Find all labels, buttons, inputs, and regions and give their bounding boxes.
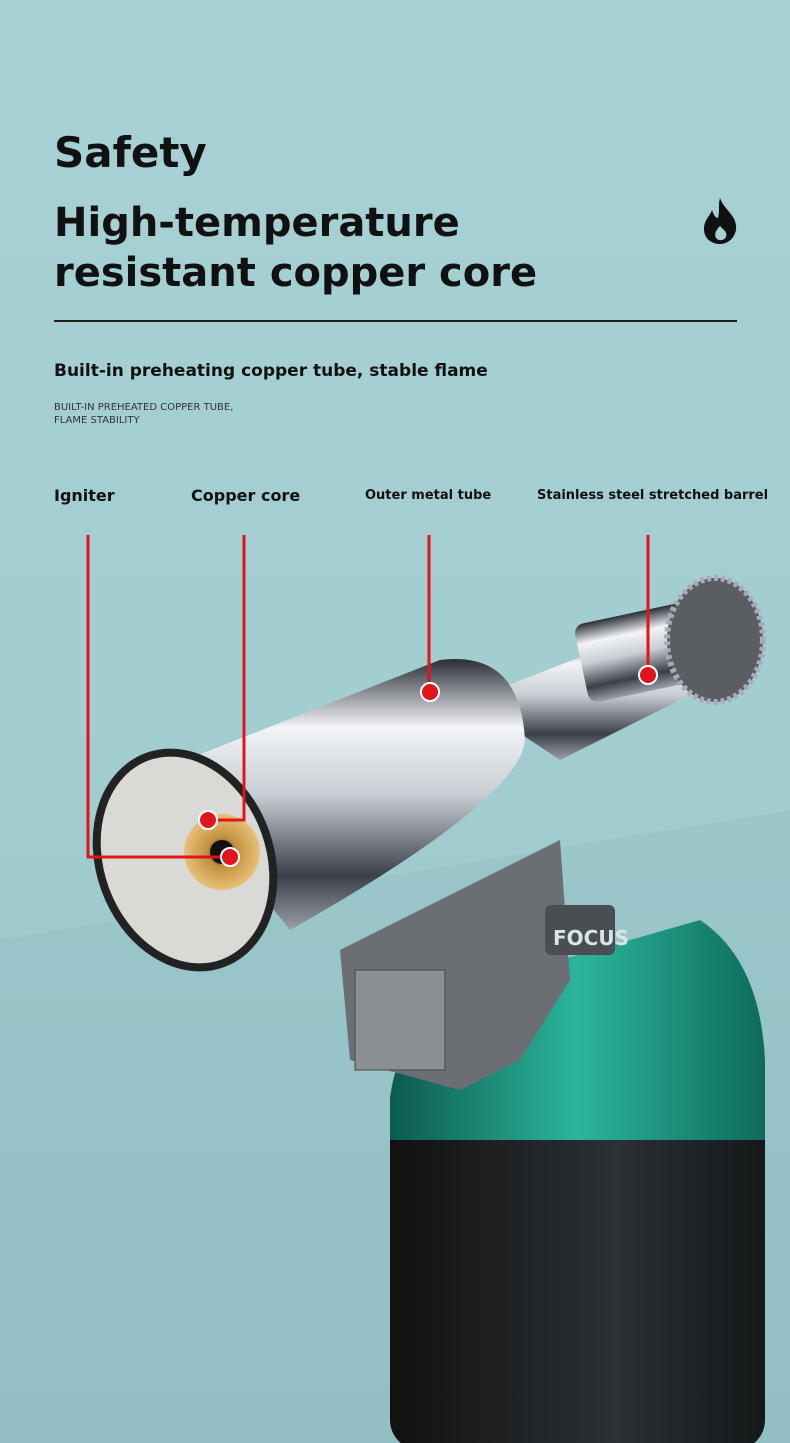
label-copper-core: Copper core [191,486,301,505]
flame-icon [704,198,737,244]
barrel-marker [638,665,658,685]
subtitle: Built-in preheating copper tube, stable … [54,361,488,381]
headline: High-temperature resistant copper core [54,198,654,298]
igniter-marker [220,847,240,867]
label-outer-metal-tube: Outer metal tube [365,488,492,503]
caption-line-1: BUILT-IN PREHEATED COPPER TUBE, [54,402,234,413]
headline-line-2: resistant copper core [54,250,538,296]
caption-line-2: FLAME STABILITY [54,415,140,426]
headline-line-1: High-temperature [54,200,460,246]
outer-tube-marker [420,682,440,702]
caption: BUILT-IN PREHEATED COPPER TUBE, FLAME ST… [54,401,314,427]
label-igniter: Igniter [54,486,115,505]
divider [54,320,737,322]
product-logo: FOCUS [553,926,629,950]
copper-core-marker [198,810,218,830]
section-title: Safety [54,128,207,177]
label-stainless-barrel: Stainless steel stretched barrel [537,488,769,503]
